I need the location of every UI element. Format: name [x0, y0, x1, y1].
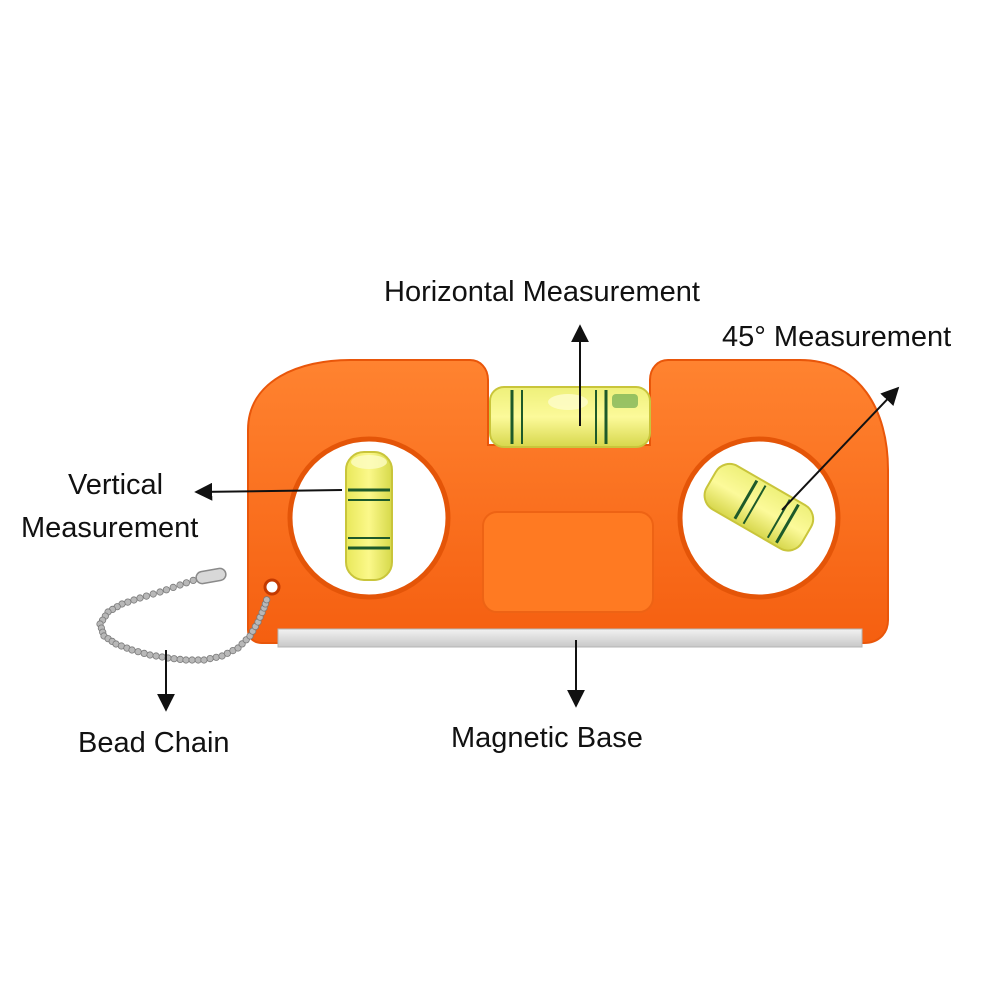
- chain-bead: [263, 596, 271, 604]
- chain-bead: [142, 592, 150, 600]
- chain-bead: [169, 583, 177, 592]
- vertical-arrow: [194, 482, 343, 501]
- vertical-measurement-label-line2: Measurement: [21, 512, 199, 544]
- chain-bead: [136, 594, 144, 602]
- callout-arrows: [157, 324, 900, 712]
- chain-clasp: [195, 567, 227, 585]
- center-panel: [482, 511, 654, 613]
- chain-bead: [206, 654, 214, 663]
- chain-bead: [182, 656, 190, 664]
- chain-bead: [128, 646, 136, 654]
- hanging-hole: [263, 578, 281, 596]
- chain-bead: [158, 653, 166, 661]
- horizontal-measurement-label: Horizontal Measurement: [384, 276, 700, 308]
- chain-bead: [156, 588, 164, 596]
- chain-bead: [149, 590, 157, 598]
- magnetic-base-label: Magnetic Base: [451, 722, 643, 754]
- chain-bead: [176, 655, 184, 664]
- chain-bead: [176, 581, 184, 589]
- chain-bead: [188, 656, 196, 664]
- bead-chain-label: Bead Chain: [78, 727, 230, 759]
- magnetic-base-strip: [277, 628, 863, 648]
- bead-chain: [96, 574, 271, 664]
- chain-bead: [140, 649, 148, 658]
- chain-bead: [182, 579, 190, 587]
- chain-bead: [152, 652, 160, 660]
- level-body: [247, 359, 889, 644]
- left-vial-window-rim: [287, 436, 451, 600]
- right-vial-window-rim: [677, 436, 841, 600]
- chain-bead: [134, 648, 142, 656]
- vertical-measurement-label-line1: Vertical: [68, 469, 164, 501]
- angle-45-arrow: [781, 386, 900, 511]
- chain-bead: [212, 653, 220, 661]
- chain-bead: [146, 651, 154, 659]
- vertical-vial: [345, 451, 393, 581]
- chain-bead: [130, 596, 138, 604]
- chain-bead: [170, 655, 178, 663]
- horizontal-vial: [489, 386, 651, 448]
- angle-45-measurement-label: 45° Measurement: [722, 321, 952, 353]
- chain-bead: [200, 656, 208, 664]
- level-body-shape: [247, 359, 889, 644]
- chain-bead: [162, 586, 170, 594]
